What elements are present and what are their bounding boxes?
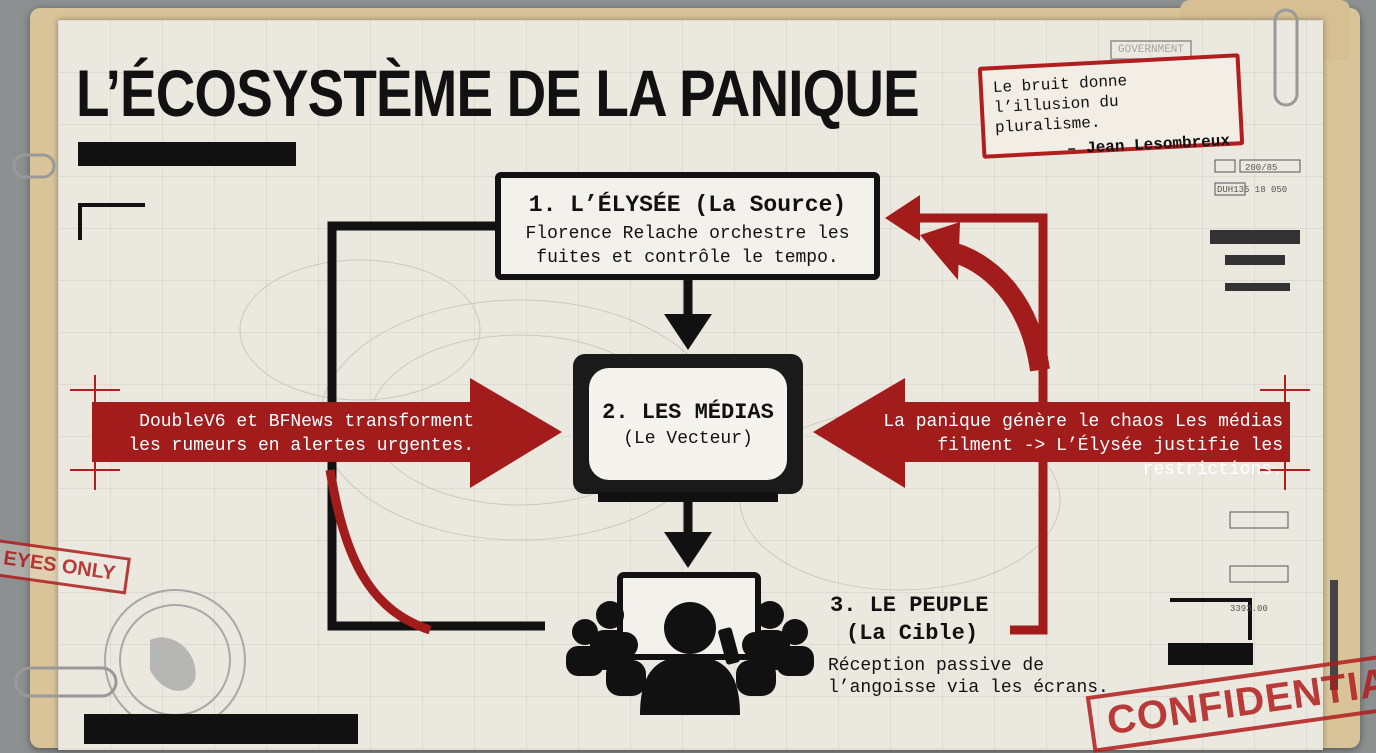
code-label-3: 3393.00 xyxy=(1230,604,1268,614)
quote-text: Le bruit donne l’illusion du pluralisme. xyxy=(992,72,1128,138)
page-title: L’ÉCOSYSTÈME DE LA PANIQUE xyxy=(76,56,920,130)
medias-subtitle: (Le Vecteur) xyxy=(623,428,753,449)
arrow-left-to-medias xyxy=(92,378,562,488)
paperclips xyxy=(12,8,1299,698)
audience-illustration xyxy=(566,572,814,715)
redaction-bar-right xyxy=(1168,643,1253,665)
code-label-2: DUH135 18 050 xyxy=(1217,185,1288,195)
node-medias-tv: 2. LES MÉDIAS (Le Vecteur) xyxy=(573,354,803,494)
elysee-title: 1. L’ÉLYSÉE (La Source) xyxy=(528,192,847,218)
curved-feedback-arrowhead xyxy=(920,222,960,280)
tv-screen: 2. LES MÉDIAS (Le Vecteur) xyxy=(589,368,787,480)
redaction-bar-top xyxy=(78,142,296,166)
curved-feedback-arrow xyxy=(942,240,1050,372)
arrow-right-to-medias xyxy=(813,378,1290,488)
peuple-description: Réception passive de l’angoisse via les … xyxy=(828,656,1109,698)
arrow-right-text: La panique génère le chaos Les médias fi… xyxy=(883,412,1283,480)
peuple-subtitle: (La Cible) xyxy=(846,621,979,646)
barcode-marks xyxy=(1210,159,1338,690)
node-peuple: 3. LE PEUPLE (La Cible) xyxy=(830,592,988,648)
code-label-1: 200/85 xyxy=(1245,163,1278,173)
arrowhead-to-medias xyxy=(664,314,712,350)
arrowhead-into-elysee xyxy=(885,195,920,241)
arrow-left-text: DoubleV6 et BFNews transforment les rume… xyxy=(128,412,474,456)
corner-bracket-bottom-right xyxy=(1170,598,1252,640)
tv-stand xyxy=(598,492,778,502)
arrowhead-to-peuple xyxy=(664,532,712,568)
elysee-description: Florence Relache orchestre les fuites et… xyxy=(525,224,850,268)
quote-box: Le bruit donne l’illusion du pluralisme.… xyxy=(977,53,1245,159)
redaction-bar-bottom xyxy=(84,714,358,744)
corner-bracket-top-left xyxy=(78,203,145,240)
seal-stamp xyxy=(104,589,246,731)
node-elysee: 1. L’ÉLYSÉE (La Source) Florence Relache… xyxy=(495,172,880,280)
registration-marks xyxy=(70,375,1310,490)
peuple-title: 3. LE PEUPLE xyxy=(830,593,989,618)
medias-title: 2. LES MÉDIAS xyxy=(602,399,774,425)
curve-connector-red-left xyxy=(325,469,432,635)
